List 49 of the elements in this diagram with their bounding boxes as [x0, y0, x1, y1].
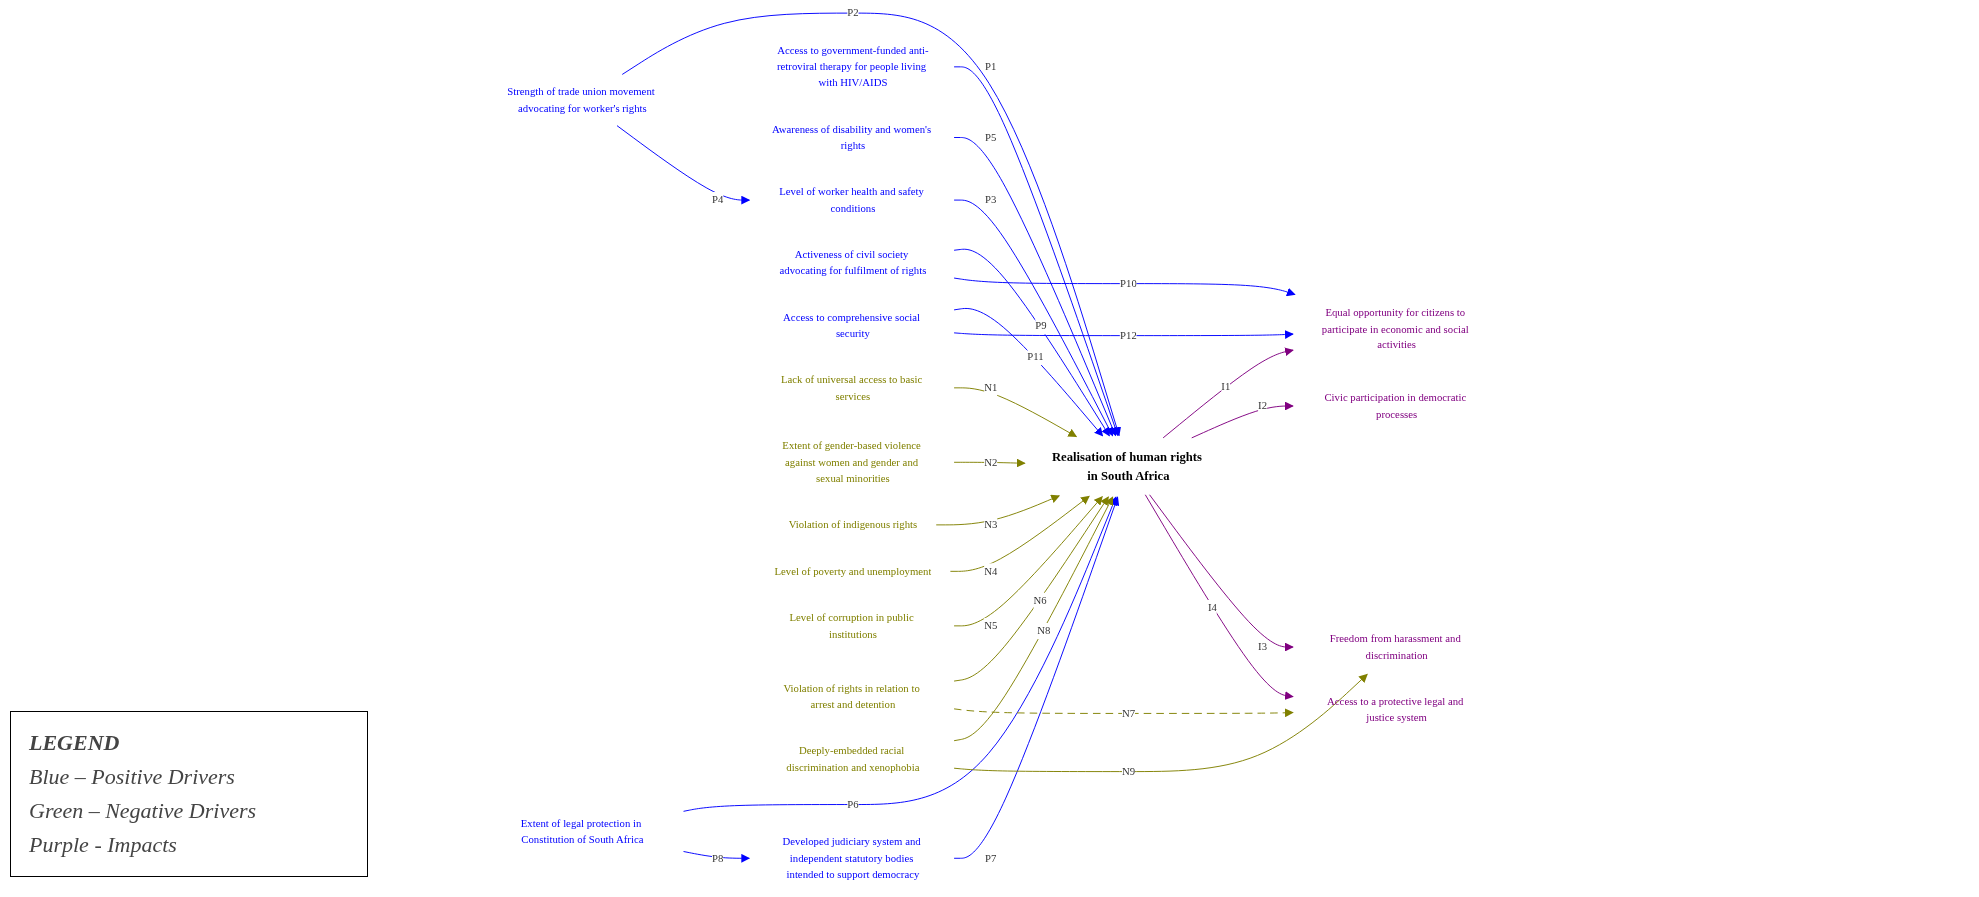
edge-label: I4 — [1207, 601, 1217, 614]
edge-label: P8 — [711, 852, 724, 865]
node-text: Violation of rights in relation to arrest and detention — [783, 682, 920, 711]
edge-label: I2 — [1258, 399, 1268, 412]
node-text: Equal opportunity for citizens to participate in economic and social activities — [1321, 306, 1469, 352]
edge-label: P3 — [985, 193, 997, 206]
node-text: Deeply-embedded racial discrimination and xenophobia — [786, 744, 920, 773]
legend-entry: Green – Negative Drivers — [29, 798, 258, 824]
node-text: Extent of gender-based violence against women and gender and sexual minorities — [782, 440, 921, 485]
edge-label: N7 — [1121, 707, 1136, 720]
node-text: Violation of indigenous rights — [788, 518, 918, 531]
node-text: Level of worker health and safety conditions — [779, 185, 924, 214]
edge-label: N3 — [984, 518, 998, 531]
node-text: Level of poverty and unemployment — [774, 565, 932, 578]
edge-label: N1 — [984, 381, 998, 394]
node-text: Civic participation in democratic processes — [1324, 391, 1467, 420]
edge-label: P2 — [847, 6, 859, 19]
edge-label: P10 — [1120, 277, 1137, 290]
node-text: Extent of legal protection in Constitution of South Africa — [520, 817, 644, 846]
edge-label: P9 — [1035, 320, 1047, 333]
edge-label: N4 — [984, 565, 998, 578]
edge-label: P5 — [985, 131, 997, 144]
legend-title: LEGEND — [29, 730, 121, 756]
node-text: Activeness of civil society advocating for fulfilment of rights — [779, 248, 927, 277]
node-text: Freedom from harassment and discrimination — [1329, 632, 1461, 661]
node-text: Access to a protective legal and justice system — [1327, 695, 1464, 724]
edge-label: P11 — [1027, 350, 1044, 363]
edge-label: N9 — [1121, 765, 1136, 778]
node-text: Developed judiciary system and independent statutory bodies intended to support democracy — [782, 835, 921, 881]
edge-label: P12 — [1120, 329, 1137, 342]
node-text: Access to government-funded anti-retroviral therapy for people living with HIV/AIDS — [776, 44, 929, 89]
edge-label: P7 — [985, 852, 997, 865]
legend-entry: Blue – Positive Drivers — [29, 764, 236, 790]
edge-label: P4 — [711, 193, 724, 206]
legend-entry: Purple - Impacts — [29, 832, 178, 858]
edge-label: N8 — [1037, 624, 1051, 637]
edge-label: N2 — [984, 456, 998, 469]
node-text: Level of corruption in public institutions — [789, 611, 914, 640]
edge-label: I1 — [1221, 380, 1231, 393]
edge-label: N5 — [984, 619, 998, 632]
edge-label: N6 — [1033, 594, 1047, 607]
edge-label: I3 — [1258, 640, 1268, 653]
node-text: Lack of universal access to basic services — [781, 373, 923, 402]
edge-label: P6 — [847, 798, 859, 811]
node-text: Strength of trade union movement advocating for worker's rights — [507, 85, 655, 114]
node-text: Realisation of human rights in South Africa — [1051, 449, 1202, 483]
node-text: Access to comprehensive social security — [783, 311, 921, 340]
node-text: Awareness of disability and women's rights — [772, 123, 932, 152]
edge-label: P1 — [985, 60, 997, 73]
